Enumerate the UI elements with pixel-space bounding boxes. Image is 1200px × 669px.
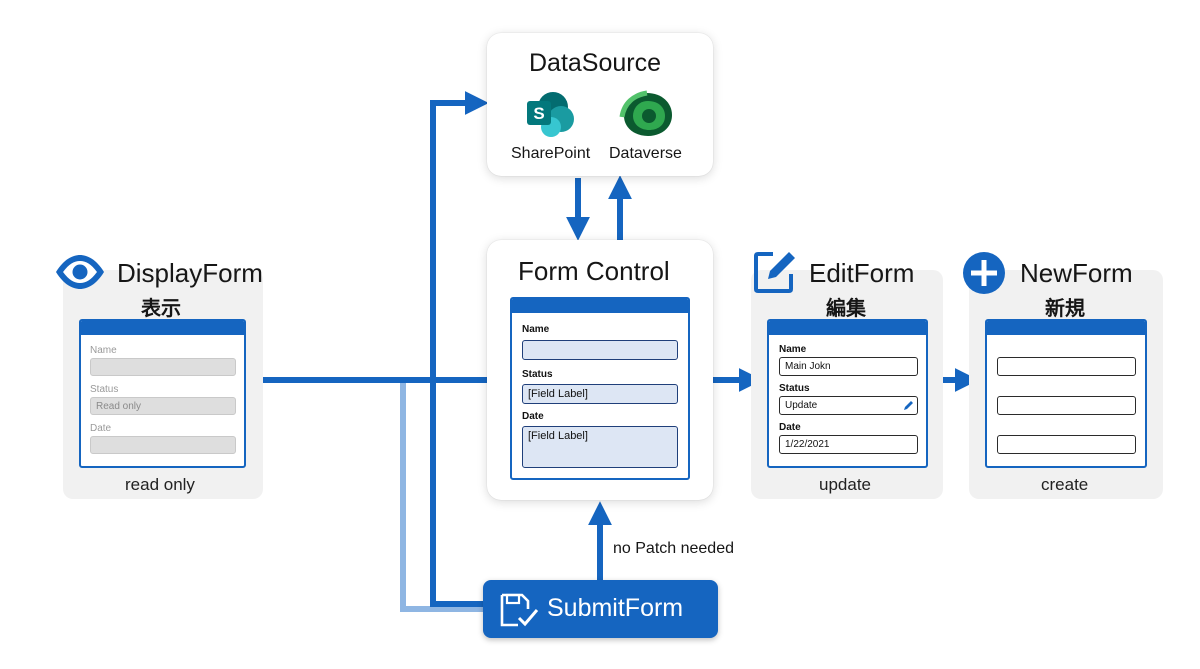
form-control-title: Form Control	[518, 256, 670, 286]
fc-date-input[interactable]: [Field Label]	[522, 426, 678, 468]
datasource-title: DataSource	[529, 49, 662, 77]
new-form-subtitle: 新規	[1045, 298, 1085, 320]
edit-form-caption: update	[819, 475, 871, 494]
nf-field-2[interactable]	[997, 396, 1136, 415]
ef-date-input[interactable]: 1/22/2021	[779, 435, 918, 454]
sharepoint-icon: S	[527, 92, 574, 137]
submit-to-datasource-arrow	[430, 91, 489, 607]
fc-status-label: Status	[522, 369, 553, 380]
nf-field-3[interactable]	[997, 435, 1136, 454]
display-form-title: DisplayForm	[117, 258, 263, 288]
df-date-input	[90, 436, 236, 454]
display-form-subtitle: 表示	[141, 298, 181, 320]
new-form-caption: create	[1041, 475, 1089, 494]
edit-form-title: EditForm	[809, 258, 915, 288]
svg-text:S: S	[533, 104, 544, 123]
display-form-panel: 表示 Name Status Read only Date read only	[63, 270, 263, 499]
submit-form-label: SubmitForm	[547, 594, 684, 622]
display-form-mockup: Name Status Read only Date	[79, 319, 246, 468]
display-form-caption: read only	[125, 475, 195, 494]
df-status-label: Status	[90, 384, 119, 395]
df-name-label: Name	[90, 345, 117, 356]
ef-status-input[interactable]: Update	[779, 396, 918, 415]
form-control-card: Form Control Name Status [Field Label] D…	[487, 240, 713, 500]
df-name-input	[90, 358, 236, 376]
fc-name-input[interactable]	[522, 340, 678, 360]
ef-name-input[interactable]: Main Jokn	[779, 357, 918, 376]
ef-status-label: Status	[779, 383, 810, 394]
edit-form-mockup: Name Main Jokn Status Update Date 1/22/2…	[767, 319, 928, 468]
df-date-label: Date	[90, 423, 112, 434]
save-check-icon	[500, 593, 539, 627]
new-form-mockup	[985, 319, 1147, 468]
fc-name-label: Name	[522, 324, 550, 335]
dataverse-icon	[619, 90, 672, 136]
df-status-input: Read only	[90, 397, 236, 415]
sharepoint-label: SharePoint	[511, 145, 591, 162]
dataverse-label: Dataverse	[609, 145, 682, 162]
new-form-title: NewForm	[1020, 258, 1133, 288]
display-to-submit-line	[400, 380, 485, 612]
eye-icon	[56, 255, 104, 289]
fc-date-label: Date	[522, 411, 544, 422]
plus-icon	[963, 252, 1005, 294]
datasource-card: DataSource S SharePoint Dataverse	[487, 33, 713, 176]
pencil-icon	[904, 401, 913, 410]
form-control-mockup: Name Status [Field Label] Date [Field La…	[510, 297, 690, 480]
ef-date-label: Date	[779, 422, 801, 433]
no-patch-note: no Patch needed	[613, 540, 734, 557]
nf-field-1[interactable]	[997, 357, 1136, 376]
new-form-panel: 新規 create	[969, 270, 1163, 499]
fc-status-input[interactable]: [Field Label]	[522, 384, 678, 404]
ef-name-label: Name	[779, 344, 807, 355]
edit-form-subtitle: 編集	[826, 298, 866, 320]
submit-form-button[interactable]: SubmitForm	[483, 580, 718, 638]
edit-form-panel: 編集 Name Main Jokn Status Update Date 1/2…	[751, 270, 943, 499]
edit-icon	[754, 252, 795, 293]
